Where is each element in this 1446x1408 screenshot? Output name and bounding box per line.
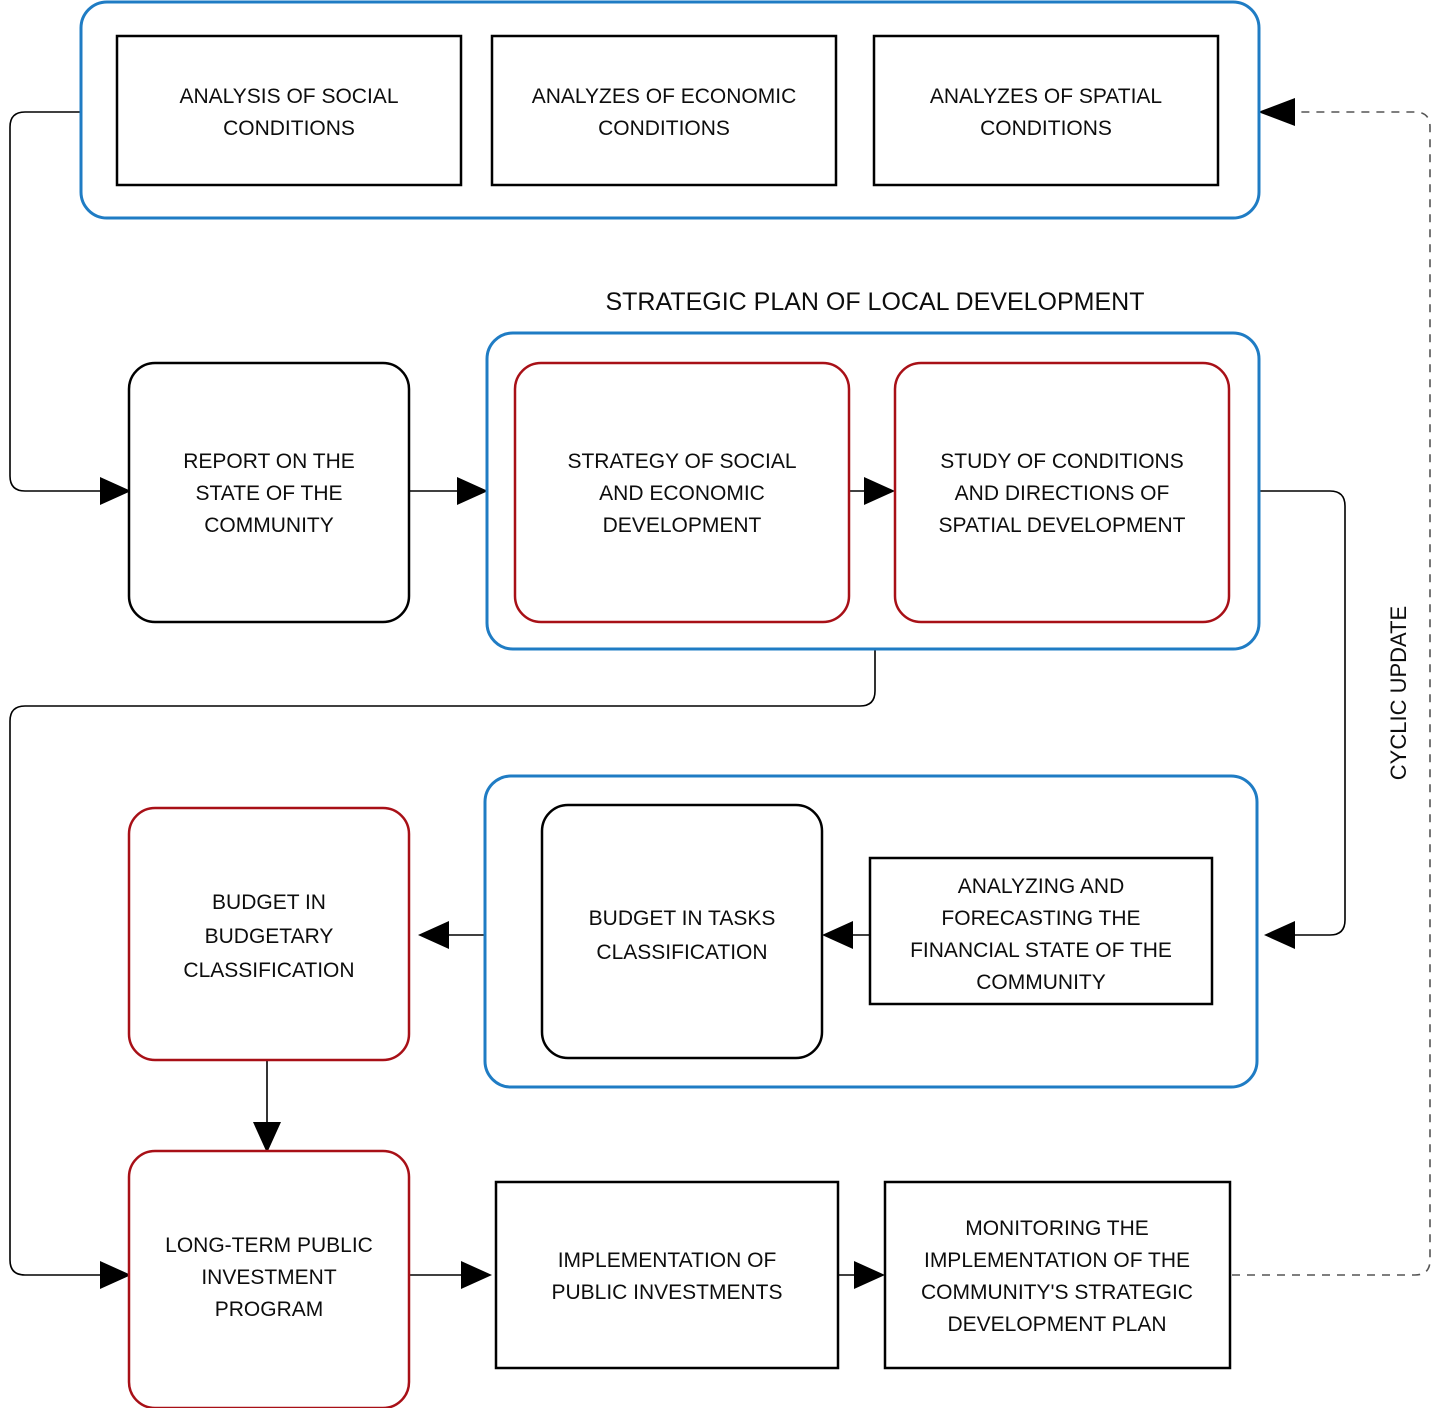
arrowhead-budgetary-in xyxy=(418,921,449,949)
arrowhead-study-in xyxy=(864,477,895,505)
arrowhead-program-top-in xyxy=(253,1122,281,1153)
label-monitoring-line1: MONITORING THE xyxy=(965,1217,1149,1240)
page-title: STRATEGIC PLAN OF LOCAL DEVELOPMENT xyxy=(605,288,1144,316)
label-monitoring-line3: COMMUNITY'S STRATEGIC xyxy=(921,1281,1193,1304)
label-strategy-line1: STRATEGY OF SOCIAL xyxy=(567,450,796,473)
label-analysis-social-line1: ANALYSIS OF SOCIAL xyxy=(179,85,398,108)
label-forecasting-line1: ANALYZING AND xyxy=(958,875,1124,898)
label-implementation-line2: PUBLIC INVESTMENTS xyxy=(551,1281,782,1304)
label-analysis-social-line2: CONDITIONS xyxy=(223,117,355,140)
connector-analysis-to-report xyxy=(9,111,100,492)
label-monitoring-line2: IMPLEMENTATION OF THE xyxy=(924,1249,1190,1272)
label-budget-budgetary-line3: CLASSIFICATION xyxy=(183,959,354,982)
strategic-plan-group xyxy=(485,331,1261,651)
label-forecasting-line2: FORECASTING THE xyxy=(941,907,1140,930)
analysis-group xyxy=(79,0,1261,220)
label-analysis-spatial-line2: CONDITIONS xyxy=(980,117,1112,140)
label-budget-budgetary-line2: BUDGETARY xyxy=(205,925,334,948)
arrowhead-cyclic-in xyxy=(1258,98,1295,126)
label-budget-budgetary-line1: BUDGET IN xyxy=(212,891,326,914)
label-study-line3: SPATIAL DEVELOPMENT xyxy=(938,514,1185,537)
budget-group xyxy=(483,774,1259,1089)
connector-plan-to-program xyxy=(9,650,876,1276)
box-analysis-social[interactable] xyxy=(115,34,463,187)
box-budget-tasks[interactable] xyxy=(540,803,824,1060)
label-forecasting-line4: COMMUNITY xyxy=(976,971,1106,994)
box-strategy-socio-economic[interactable] xyxy=(513,361,851,624)
label-implementation-line1: IMPLEMENTATION OF xyxy=(558,1249,777,1272)
label-report-state-line2: STATE OF THE xyxy=(195,482,342,505)
label-analysis-economic-line2: CONDITIONS xyxy=(598,117,730,140)
box-analysis-economic[interactable] xyxy=(490,34,838,187)
label-study-line1: STUDY OF CONDITIONS xyxy=(940,450,1183,473)
arrowhead-program-in xyxy=(100,1261,131,1289)
label-budget-tasks-line1: BUDGET IN TASKS xyxy=(589,907,776,930)
connector-plan-to-budget-group xyxy=(1259,490,1346,936)
arrowhead-plan-in xyxy=(457,477,488,505)
label-strategy-line2: AND ECONOMIC xyxy=(599,482,765,505)
box-study-spatial[interactable] xyxy=(893,361,1231,624)
label-strategy-line3: DEVELOPMENT xyxy=(603,514,762,537)
label-program-line2: INVESTMENT xyxy=(201,1266,337,1289)
label-report-state-line3: COMMUNITY xyxy=(204,514,334,537)
box-analysis-spatial[interactable] xyxy=(872,34,1220,187)
label-analysis-economic-line1: ANALYZES OF ECONOMIC xyxy=(532,85,796,108)
label-program-line3: PROGRAM xyxy=(215,1298,324,1321)
arrowhead-tasks-in xyxy=(822,921,853,949)
box-budget-budgetary[interactable] xyxy=(127,806,411,1062)
box-long-term-program[interactable] xyxy=(127,1149,411,1408)
box-report-state[interactable] xyxy=(127,361,411,624)
arrowhead-budget-group-in xyxy=(1264,921,1295,949)
box-analyzing-forecasting[interactable] xyxy=(868,856,1214,1006)
label-study-line2: AND DIRECTIONS OF xyxy=(955,482,1170,505)
arrowhead-monitoring-in xyxy=(854,1261,885,1289)
arrowhead-implementation-in xyxy=(461,1261,492,1289)
label-report-state-line1: REPORT ON THE xyxy=(183,450,355,473)
label-budget-tasks-line2: CLASSIFICATION xyxy=(596,941,767,964)
label-program-line1: LONG-TERM PUBLIC xyxy=(165,1234,373,1257)
label-forecasting-line3: FINANCIAL STATE OF THE xyxy=(910,939,1172,962)
label-analysis-spatial-line1: ANALYZES OF SPATIAL xyxy=(930,85,1162,108)
label-monitoring-line4: DEVELOPMENT PLAN xyxy=(947,1313,1166,1336)
box-implementation[interactable] xyxy=(494,1180,840,1370)
box-monitoring[interactable] xyxy=(883,1180,1232,1370)
arrowhead-report-in xyxy=(100,477,131,505)
cyclic-update-label: CYCLIC UPDATE xyxy=(1386,606,1411,780)
